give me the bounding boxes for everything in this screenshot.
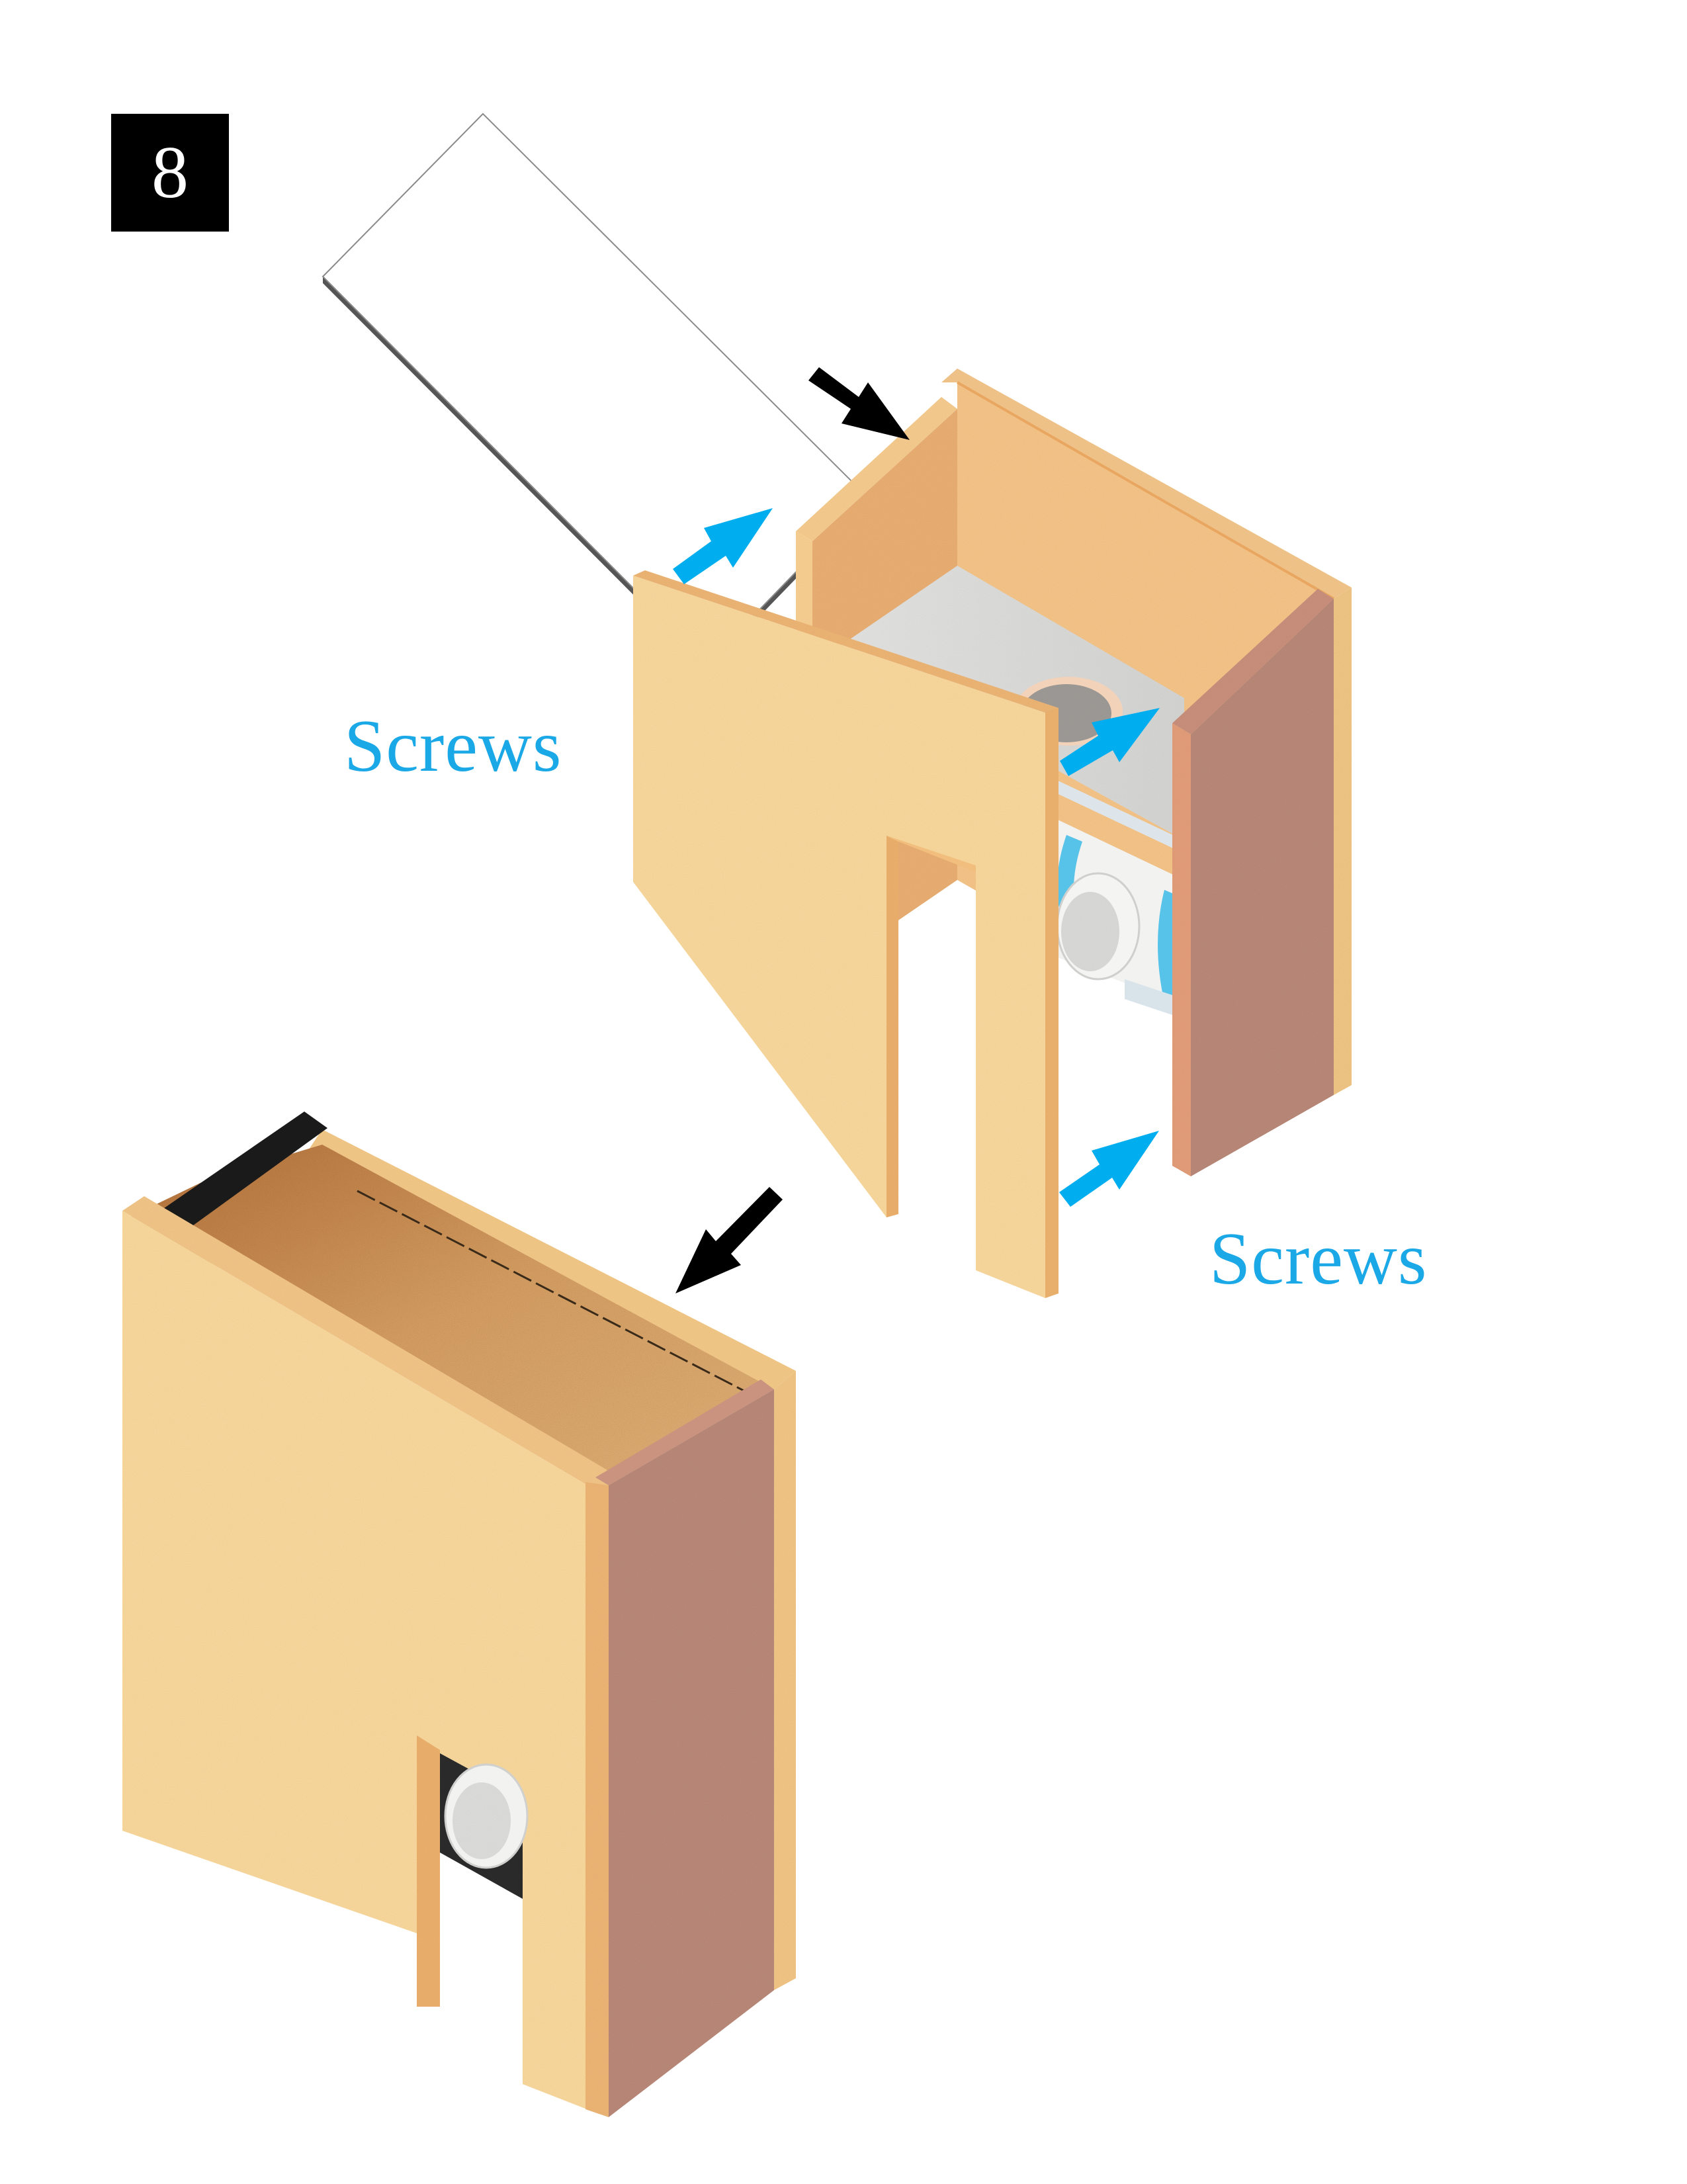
pipe-stub xyxy=(440,1753,529,1899)
arrow-panel-to-lower-box-icon xyxy=(675,1187,783,1293)
screw-arrow-top-left-icon xyxy=(673,508,773,584)
step-number-badge: 8 xyxy=(111,114,229,232)
front-panel-with-notch xyxy=(633,570,1059,1298)
lid-panel xyxy=(322,112,869,670)
step-number: 8 xyxy=(151,132,189,214)
screw-arrow-bottom-right-icon xyxy=(1059,1131,1159,1207)
lower-assembled-box xyxy=(122,1112,796,2117)
screws-label-left: Screws xyxy=(344,705,562,787)
arrow-lid-to-box-icon xyxy=(808,367,910,440)
screws-label-right: Screws xyxy=(1209,1218,1428,1300)
screw-arrow-mid-right-icon xyxy=(1060,708,1160,776)
